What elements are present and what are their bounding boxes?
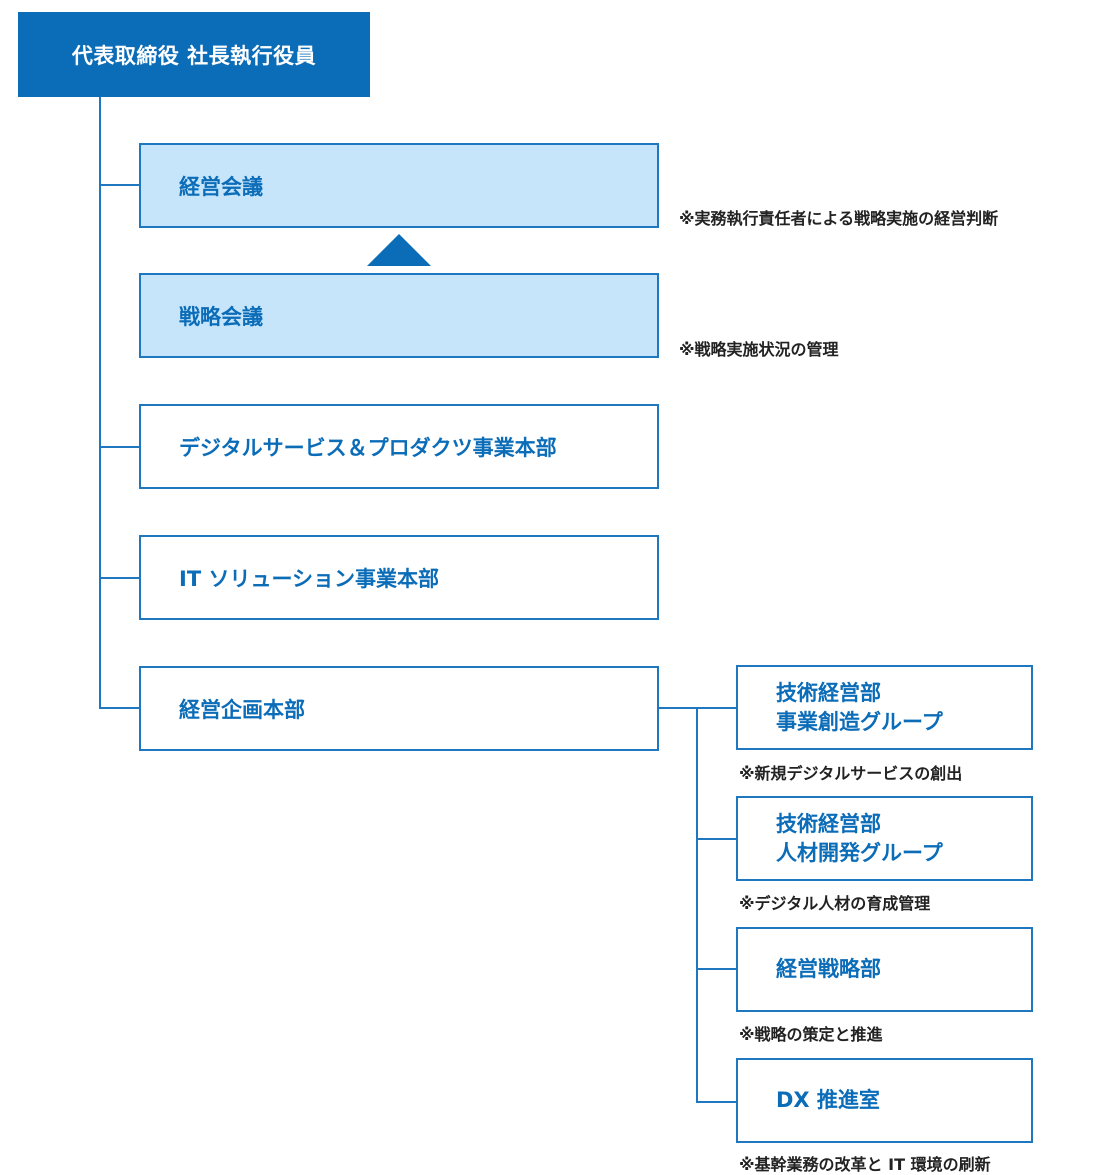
sub-node-2-note: ※デジタル人材の育成管理 (739, 894, 931, 913)
sub-vertical-connector (696, 707, 698, 1103)
sub-node-3-line1: 経営戦略部 (776, 957, 881, 981)
connector-sub-1 (696, 707, 737, 709)
connector-corporate-planning (99, 707, 140, 709)
ceo-box: 代表取締役 社長執行役員 (18, 12, 370, 97)
strategy-meeting-note: ※戦略実施状況の管理 (679, 340, 839, 359)
digital-services-box: デジタルサービス＆プロダクツ事業本部 (139, 404, 659, 489)
sub-node-1-note: ※新規デジタルサービスの創出 (739, 764, 963, 783)
connector-management-meeting (99, 184, 140, 186)
main-vertical-connector (99, 97, 101, 709)
digital-services-label: デジタルサービス＆プロダクツ事業本部 (179, 435, 557, 460)
corporate-planning-box: 経営企画本部 (139, 666, 659, 751)
connector-digital-services (99, 446, 140, 448)
strategy-meeting-box: 戦略会議 (139, 273, 659, 358)
triangle-up-icon (367, 234, 431, 266)
connector-sub-2 (696, 838, 737, 840)
connector-sub-3 (696, 968, 737, 970)
sub-node-1-line2: 事業創造グループ (776, 709, 943, 734)
connector-sub-4 (696, 1101, 737, 1103)
it-solutions-box: IT ソリューション事業本部 (139, 535, 659, 620)
strategy-meeting-label: 戦略会議 (179, 304, 263, 329)
management-meeting-note: ※実務執行責任者による戦略実施の経営判断 (679, 209, 999, 228)
connector-it-solutions (99, 577, 140, 579)
sub-node-dx-office: DX 推進室 (736, 1058, 1033, 1143)
sub-node-business-creation: 技術経営部 事業創造グループ (736, 665, 1033, 750)
sub-node-1-line1: 技術経営部 (776, 680, 881, 705)
sub-node-4-line1: DX 推進室 (776, 1088, 880, 1112)
management-meeting-box: 経営会議 (139, 143, 659, 228)
connector-planning-to-subs (658, 707, 697, 709)
management-meeting-label: 経営会議 (179, 174, 263, 199)
it-solutions-label: IT ソリューション事業本部 (179, 566, 440, 591)
sub-node-2-line2: 人材開発グループ (776, 840, 943, 865)
sub-node-4-note: ※基幹業務の改革と IT 環境の刷新 (739, 1155, 991, 1174)
sub-node-3-note: ※戦略の策定と推進 (739, 1025, 883, 1044)
sub-node-management-strategy: 経営戦略部 (736, 927, 1033, 1012)
sub-node-talent-development: 技術経営部 人材開発グループ (736, 796, 1033, 881)
sub-node-2-line1: 技術経営部 (776, 811, 881, 836)
corporate-planning-label: 経営企画本部 (179, 697, 305, 722)
